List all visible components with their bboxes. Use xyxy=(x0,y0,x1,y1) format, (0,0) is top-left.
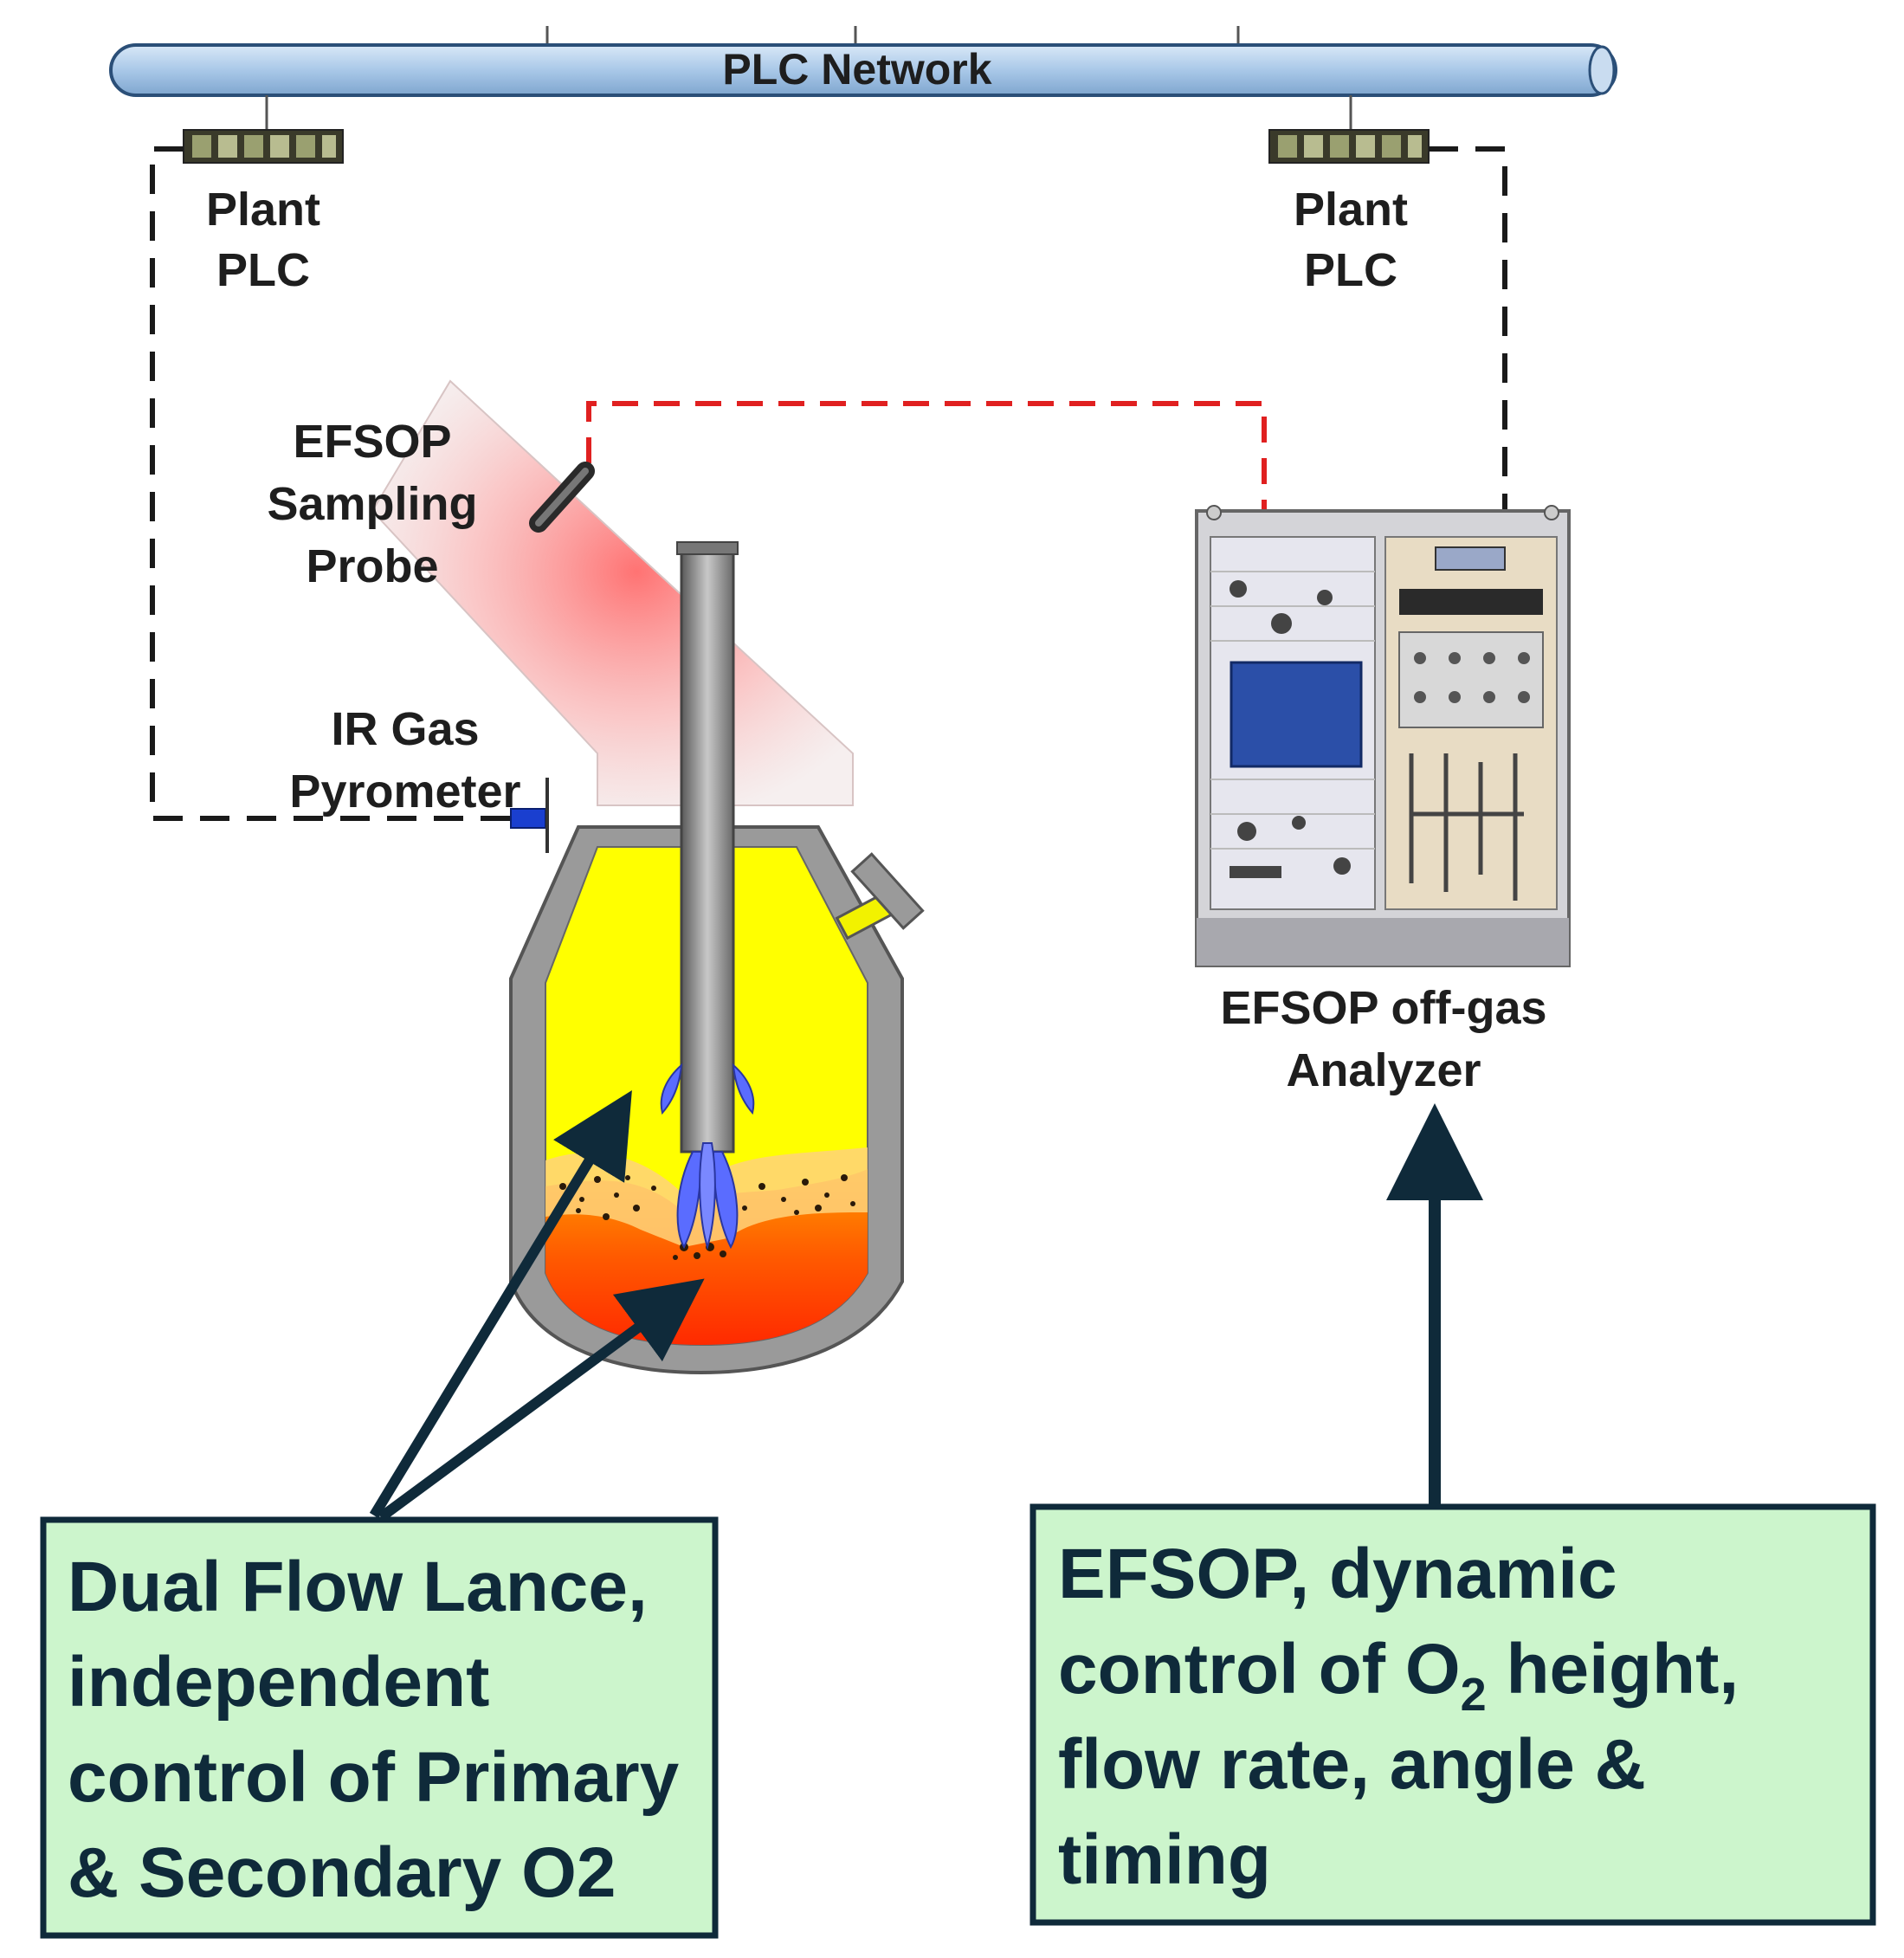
offgas-analyzer-cabinet xyxy=(1195,505,1571,967)
callout-left-line2: independent xyxy=(68,1643,489,1722)
analyzer-plc-signal-line xyxy=(1429,146,1507,554)
pyrometer-signal-line xyxy=(150,146,537,821)
callout-right-line1: EFSOP, dynamic xyxy=(1058,1535,1617,1613)
plant-plc-right-line2: PLC xyxy=(1304,244,1397,296)
plc-network-label: PLC Network xyxy=(722,45,991,94)
callout-left-line4: & Secondary O2 xyxy=(68,1833,616,1912)
callout-right-box: EFSOP, dynamic control of O2 height, flo… xyxy=(1029,1503,1876,1926)
analyzer-label-line2: Analyzer xyxy=(1286,1044,1481,1096)
probe-label-line2: Sampling xyxy=(267,478,477,530)
slag-speckles xyxy=(559,1174,855,1260)
ir-pyrometer-icon xyxy=(510,778,549,853)
analyzer-blue-module xyxy=(1230,661,1363,768)
probe-sample-line xyxy=(586,401,1267,554)
callout-right-line3: flow rate, angle & xyxy=(1058,1725,1646,1804)
callout-left-line1: Dual Flow Lance, xyxy=(68,1548,648,1626)
plant-plc-right-module xyxy=(1268,129,1430,164)
callout-left-line3: control of Primary xyxy=(68,1738,680,1817)
plant-plc-right-line1: Plant xyxy=(1294,184,1408,236)
probe-label-line1: EFSOP xyxy=(293,416,451,468)
callout-right-line4: timing xyxy=(1058,1820,1271,1899)
vessel-tap-nozzle xyxy=(835,852,925,940)
plant-plc-left-module xyxy=(183,129,344,164)
pyrometer-label-line2: Pyrometer xyxy=(289,766,520,817)
dual-flow-lance xyxy=(660,541,755,1250)
probe-label-line3: Probe xyxy=(306,540,438,592)
pyrometer-label-line1: IR Gas xyxy=(331,703,479,755)
plc-network-pipe: PLC Network xyxy=(109,26,1617,97)
callout-left-box: Dual Flow Lance, independent control of … xyxy=(40,1516,719,1939)
plant-plc-left-line2: PLC xyxy=(216,244,310,296)
callout-right-line2: control of O2 height, xyxy=(1058,1630,1739,1721)
callout-left-arrows xyxy=(369,1089,705,1522)
analyzer-label-line1: EFSOP off-gas xyxy=(1220,982,1546,1034)
sampling-probe-icon xyxy=(529,462,595,533)
plant-plc-left-line1: Plant xyxy=(206,184,320,236)
